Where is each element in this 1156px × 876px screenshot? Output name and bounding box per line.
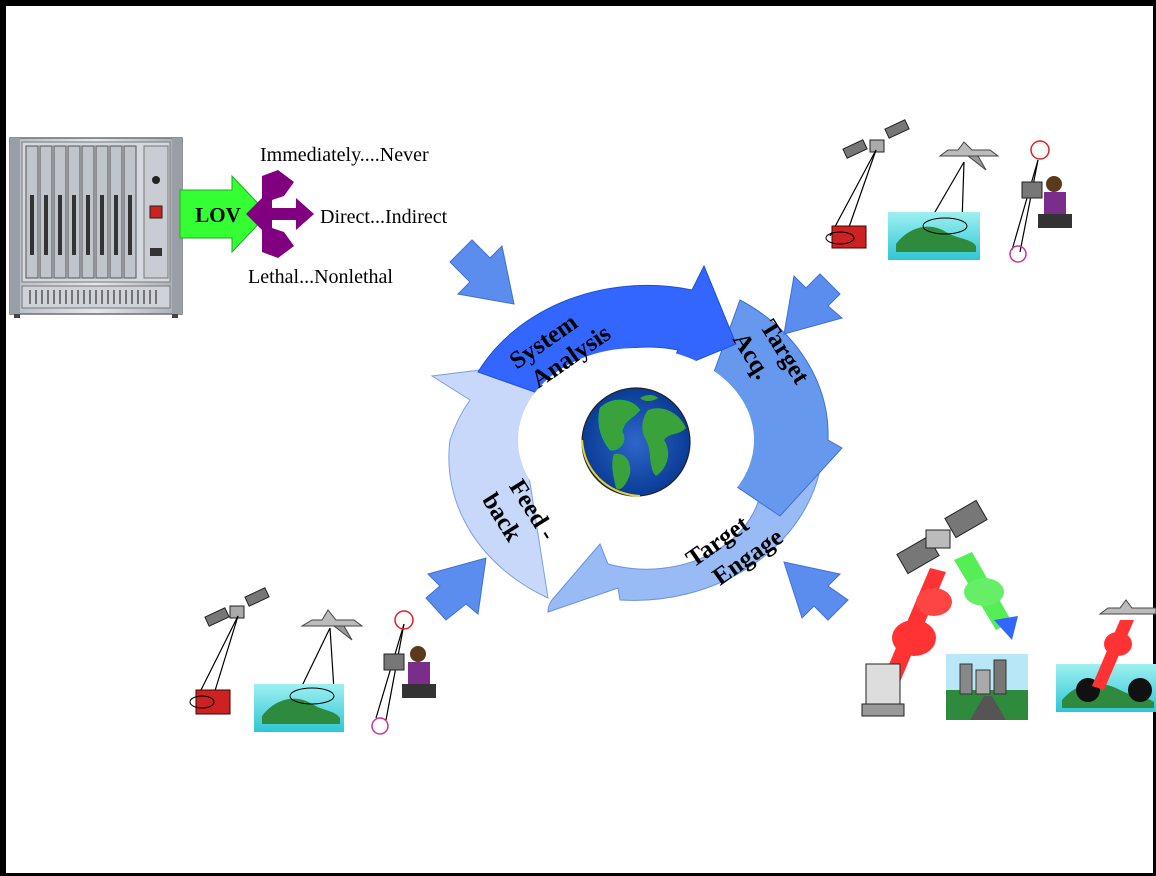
lov-option-timing: Immediately....Never bbox=[260, 144, 429, 166]
pointer-arrow-top-left bbox=[449, 239, 515, 305]
cycle-ring bbox=[430, 264, 843, 613]
lov-fork-icon bbox=[246, 170, 314, 258]
pointer-arrow-bottom-left bbox=[425, 557, 487, 621]
red-beam-icon bbox=[884, 568, 952, 682]
green-beam-icon bbox=[954, 552, 1018, 640]
engaged-island-scene-icon bbox=[1056, 620, 1156, 712]
satellite-icon-2 bbox=[204, 587, 270, 627]
island-scene-icon bbox=[888, 212, 980, 260]
target-engage-arrow bbox=[547, 469, 821, 613]
radar-station-icon bbox=[861, 663, 905, 717]
pointer-arrow-bottom-right bbox=[783, 561, 849, 621]
equipment-rack-icon bbox=[9, 137, 183, 318]
lov-label: LOV bbox=[195, 203, 241, 227]
aircraft-icon bbox=[938, 141, 1000, 171]
pointer-arrow-top-right bbox=[783, 273, 844, 335]
satellite-icon bbox=[842, 119, 910, 159]
sensor-link-lines-2 bbox=[195, 615, 405, 721]
operator-workstation-icon bbox=[1009, 140, 1072, 263]
lov-arrow bbox=[179, 174, 269, 254]
operator-workstation-icon-2 bbox=[371, 610, 436, 735]
aircraft-icon-3 bbox=[1098, 599, 1156, 615]
globe-icon bbox=[581, 387, 691, 497]
lov-option-directness: Direct...Indirect bbox=[320, 206, 448, 228]
lov-option-lethality: Lethal...Nonlethal bbox=[248, 266, 393, 288]
city-scene-icon bbox=[946, 654, 1028, 720]
engagement-satellite-icon bbox=[896, 499, 988, 575]
ground-station-icon bbox=[825, 225, 867, 249]
aircraft-icon-2 bbox=[300, 609, 364, 641]
ground-station-icon-2 bbox=[189, 689, 231, 715]
island-scene-icon-2 bbox=[254, 684, 344, 732]
